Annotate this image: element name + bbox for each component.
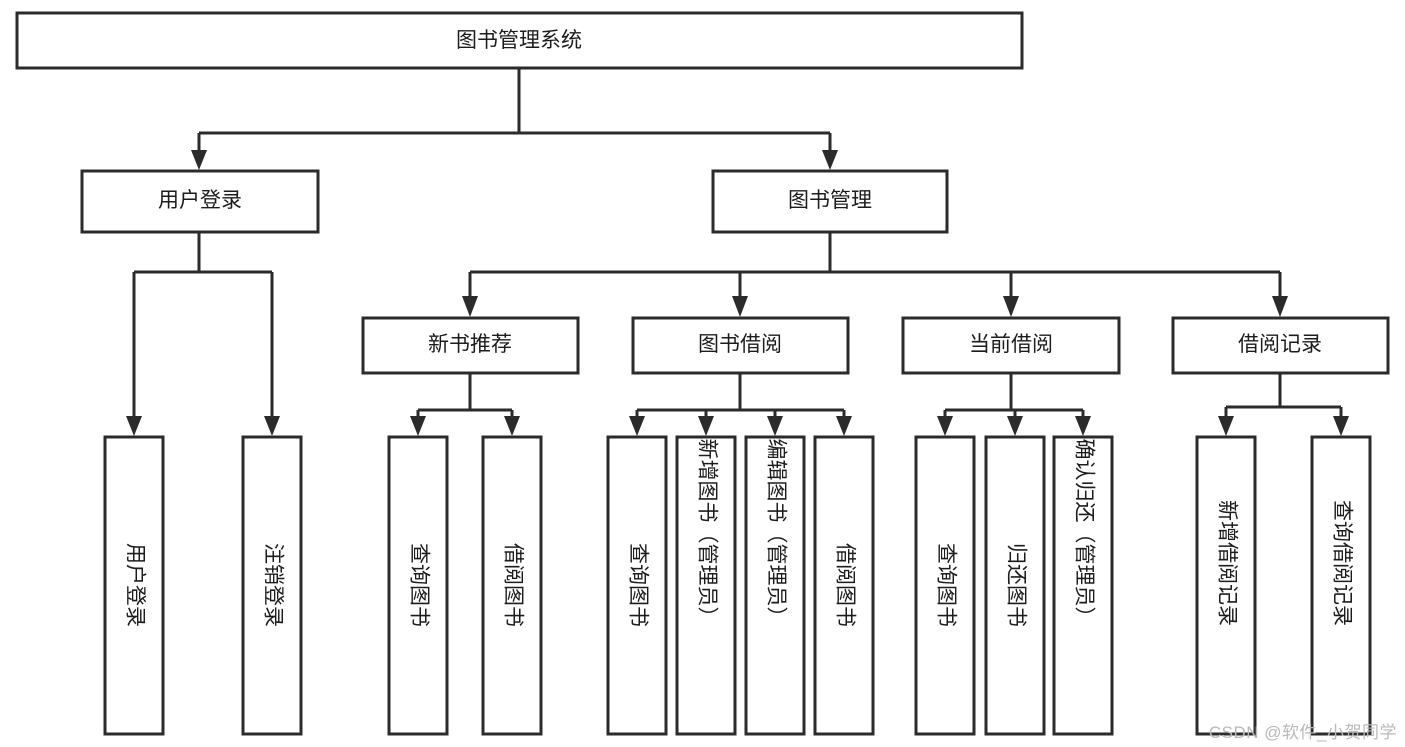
- node-leaf-user-login-label: 用户登录: [123, 543, 146, 627]
- arrow-leaf-query-book-2: [629, 416, 645, 436]
- node-current-borrow-box[interactable]: [901, 316, 1121, 375]
- arrow-book-borrow: [732, 296, 748, 317]
- node-leaf-query-book-1-label: 查询图书: [407, 543, 430, 627]
- node-new-book-rec[interactable]: 新书推荐: [361, 316, 580, 375]
- arrow-book-manage: [822, 150, 838, 170]
- node-new-book-rec-box[interactable]: [361, 316, 580, 375]
- node-leaf-edit-book-label: 编辑图书（管理员）: [764, 439, 787, 628]
- node-root-box[interactable]: [15, 11, 1024, 70]
- node-root[interactable]: 图书管理系统: [15, 11, 1024, 70]
- node-book-borrow-box[interactable]: [631, 316, 850, 375]
- node-leaf-query-book-3[interactable]: 查询图书: [914, 435, 976, 736]
- arrow-leaf-return-book: [1007, 416, 1023, 436]
- node-book-manage-box[interactable]: [711, 169, 949, 234]
- node-leaf-confirm-return-box[interactable]: [1052, 435, 1114, 736]
- node-leaf-query-record-box[interactable]: [1310, 435, 1372, 736]
- node-leaf-user-logout-box[interactable]: [241, 435, 303, 736]
- node-leaf-query-book-1-box[interactable]: [387, 435, 449, 736]
- arrow-leaf-query-book-3: [937, 416, 953, 436]
- node-leaf-confirm-return[interactable]: 确认归还（管理员）: [1052, 435, 1114, 736]
- node-book-borrow-label: 图书借阅: [698, 333, 782, 356]
- node-leaf-edit-book[interactable]: 编辑图书（管理员）: [744, 435, 806, 736]
- node-borrow-record[interactable]: 借阅记录: [1171, 316, 1390, 375]
- node-leaf-add-record[interactable]: 新增借阅记录: [1195, 435, 1257, 736]
- node-leaf-user-logout[interactable]: 注销登录: [241, 435, 303, 736]
- arrow-leaf-add-record: [1218, 416, 1234, 436]
- node-leaf-borrow-book-2[interactable]: 借阅图书: [813, 435, 875, 736]
- node-leaf-query-book-3-box[interactable]: [914, 435, 976, 736]
- arrow-leaf-user-logout: [264, 416, 280, 436]
- node-user-login[interactable]: 用户登录: [80, 169, 320, 234]
- node-leaf-borrow-book-1[interactable]: 借阅图书: [481, 435, 543, 736]
- node-leaf-edit-book-box[interactable]: [744, 435, 806, 736]
- arrow-leaf-edit-book: [767, 416, 783, 436]
- arrow-leaf-user-login: [126, 416, 142, 436]
- node-current-borrow-label: 当前借阅: [969, 333, 1053, 356]
- node-leaf-return-book[interactable]: 归还图书: [984, 435, 1046, 736]
- node-user-login-label: 用户登录: [158, 189, 242, 212]
- node-leaf-return-book-label: 归还图书: [1004, 543, 1027, 627]
- node-new-book-rec-label: 新书推荐: [428, 333, 512, 356]
- arrow-leaf-query-record: [1333, 416, 1349, 436]
- node-leaf-query-book-2-label: 查询图书: [626, 543, 649, 627]
- node-leaf-add-book-box[interactable]: [675, 435, 737, 736]
- node-leaf-return-book-box[interactable]: [984, 435, 1046, 736]
- node-leaf-query-book-1[interactable]: 查询图书: [387, 435, 449, 736]
- arrow-borrow-record: [1272, 296, 1288, 317]
- node-book-manage-label: 图书管理: [788, 189, 872, 212]
- node-leaf-query-record-label: 查询借阅记录: [1330, 500, 1353, 626]
- arrow-user-login: [191, 150, 207, 170]
- node-user-login-box[interactable]: [80, 169, 320, 234]
- node-leaf-user-login-box[interactable]: [103, 435, 165, 736]
- node-borrow-record-label: 借阅记录: [1238, 333, 1322, 356]
- arrow-current-borrow: [1003, 296, 1019, 317]
- node-leaf-borrow-book-2-label: 借阅图书: [833, 543, 856, 627]
- node-book-borrow[interactable]: 图书借阅: [631, 316, 850, 375]
- node-book-manage[interactable]: 图书管理: [711, 169, 949, 234]
- node-leaf-add-book[interactable]: 新增图书（管理员）: [675, 435, 737, 736]
- node-leaf-query-book-3-label: 查询图书: [934, 543, 957, 627]
- arrow-leaf-query-book-1: [410, 416, 426, 436]
- node-leaf-add-record-label: 新增借阅记录: [1215, 500, 1238, 626]
- node-leaf-borrow-book-2-box[interactable]: [813, 435, 875, 736]
- arrow-leaf-borrow-book-2: [836, 416, 852, 436]
- node-borrow-record-box[interactable]: [1171, 316, 1390, 375]
- node-leaf-borrow-book-1-label: 借阅图书: [501, 543, 524, 627]
- node-leaf-borrow-book-1-box[interactable]: [481, 435, 543, 736]
- node-current-borrow[interactable]: 当前借阅: [901, 316, 1121, 375]
- node-leaf-query-book-2-box[interactable]: [606, 435, 668, 736]
- connector-layer: [126, 68, 1349, 436]
- arrow-leaf-borrow-book-1: [504, 416, 520, 436]
- watermark-text: CSDN @软件_小贺同学: [1208, 723, 1397, 742]
- arrow-leaf-confirm-return: [1075, 416, 1091, 436]
- node-leaf-add-book-label: 新增图书（管理员）: [695, 439, 718, 628]
- node-leaf-confirm-return-label: 确认归还（管理员）: [1072, 439, 1095, 628]
- arrow-leaf-add-book: [698, 416, 714, 436]
- node-leaf-query-record[interactable]: 查询借阅记录: [1310, 435, 1372, 736]
- node-leaf-add-record-box[interactable]: [1195, 435, 1257, 736]
- arrow-new-book-rec: [462, 296, 478, 317]
- node-leaf-user-logout-label: 注销登录: [261, 543, 284, 627]
- node-root-label: 图书管理系统: [456, 29, 582, 52]
- node-leaf-query-book-2[interactable]: 查询图书: [606, 435, 668, 736]
- node-leaf-user-login[interactable]: 用户登录: [103, 435, 165, 736]
